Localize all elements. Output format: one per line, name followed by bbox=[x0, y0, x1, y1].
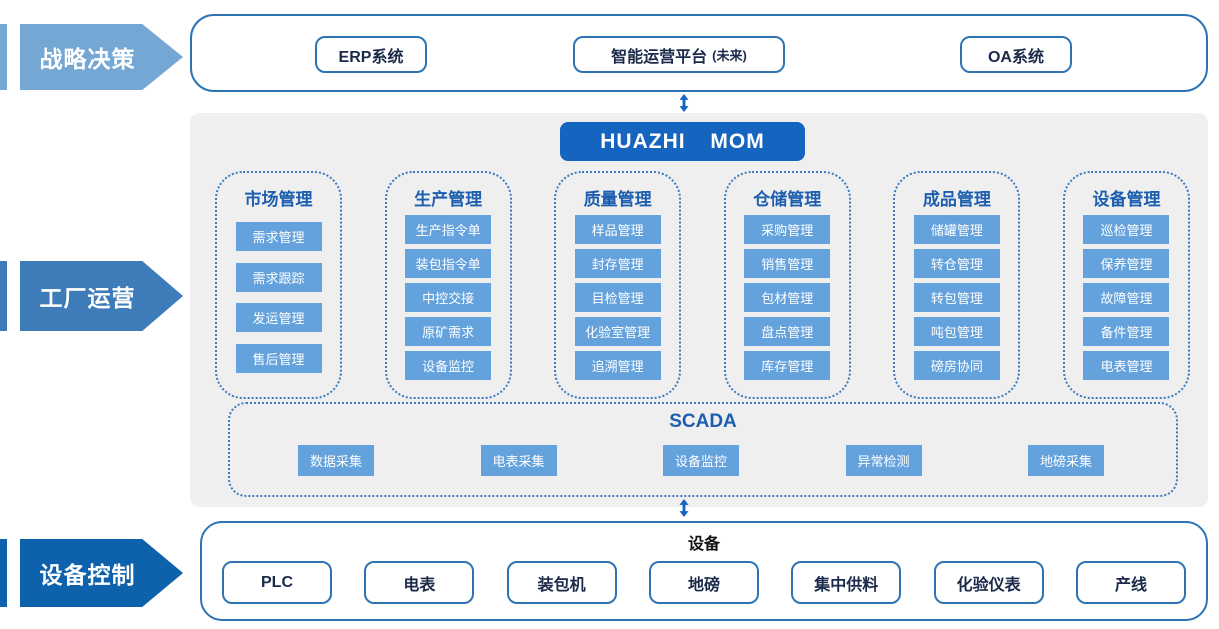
scada-module-box: 异常检测 bbox=[845, 445, 922, 476]
banner-factory-operations: 工厂运营 bbox=[20, 261, 183, 331]
banner-stripe bbox=[0, 539, 7, 607]
module-box: 故障管理 bbox=[1083, 283, 1170, 312]
module-box: 样品管理 bbox=[574, 215, 661, 244]
scada-module-box: 地磅采集 bbox=[1028, 445, 1104, 476]
module-box: 发运管理 bbox=[235, 303, 322, 333]
column-header: 仓储管理 bbox=[753, 190, 822, 209]
column-market-management: 市场管理 需求管理 需求跟踪 发运管理 售后管理 bbox=[215, 171, 342, 399]
module-box: 电表管理 bbox=[1083, 351, 1170, 380]
module-box: 设备监控 bbox=[405, 351, 492, 380]
column-header: 设备管理 bbox=[1092, 190, 1161, 209]
module-box: 备件管理 bbox=[1083, 317, 1170, 346]
module-box: 追溯管理 bbox=[574, 351, 661, 380]
scada-module-box: 设备监控 bbox=[663, 445, 739, 476]
devices-title: 设备 bbox=[687, 536, 720, 553]
column-items: 需求管理 需求跟踪 发运管理 售后管理 bbox=[217, 210, 340, 385]
vertical-double-arrow-icon bbox=[679, 499, 689, 517]
module-box: 生产指令单 bbox=[405, 215, 492, 244]
module-box: 转包管理 bbox=[913, 283, 1000, 312]
module-box: 目检管理 bbox=[574, 283, 661, 312]
module-box: 转仓管理 bbox=[913, 249, 1000, 278]
device-box-lab-instrument: 化验仪表 bbox=[933, 561, 1044, 604]
scada-module-box: 电表采集 bbox=[480, 445, 557, 476]
devices-section: 设备 PLC 电表 装包机 地磅 集中供料 化验仪表 产线 bbox=[200, 521, 1208, 621]
column-header: 市场管理 bbox=[244, 190, 313, 209]
future-suffix-label: (未来) bbox=[712, 48, 747, 63]
module-box: 化验室管理 bbox=[574, 317, 661, 346]
scada-title: SCADA bbox=[669, 411, 737, 432]
module-box: 装包指令单 bbox=[405, 249, 492, 278]
device-box-plc: PLC bbox=[222, 561, 332, 604]
device-box-production-line: 产线 bbox=[1075, 561, 1186, 604]
column-items: 采购管理 销售管理 包材管理 盘点管理 库存管理 bbox=[726, 210, 849, 385]
vertical-double-arrow-icon bbox=[679, 94, 689, 112]
scada-module-box: 数据采集 bbox=[298, 445, 374, 476]
module-box: 磅房协同 bbox=[913, 351, 1000, 380]
column-header: 生产管理 bbox=[414, 190, 483, 209]
column-header: 成品管理 bbox=[922, 190, 991, 209]
scada-items: 数据采集 电表采集 设备监控 异常检测 地磅采集 bbox=[230, 445, 1176, 476]
module-box: 封存管理 bbox=[574, 249, 661, 278]
module-box: 原矿需求 bbox=[405, 317, 492, 346]
column-equipment-management: 设备管理 巡检管理 保养管理 故障管理 备件管理 电表管理 bbox=[1062, 171, 1190, 399]
column-header: 质量管理 bbox=[583, 190, 652, 209]
column-warehouse-management: 仓储管理 采购管理 销售管理 包材管理 盘点管理 库存管理 bbox=[723, 171, 851, 399]
module-box: 需求管理 bbox=[235, 221, 322, 251]
column-production-management: 生产管理 生产指令单 装包指令单 中控交接 原矿需求 设备监控 bbox=[384, 171, 512, 399]
banner-strategic-decision: 战略决策 bbox=[20, 24, 183, 90]
module-box: 中控交接 bbox=[405, 283, 492, 312]
column-items: 样品管理 封存管理 目检管理 化验室管理 追溯管理 bbox=[556, 210, 679, 385]
top-systems-container: ERP系统 智能运营平台 (未来) OA系统 bbox=[190, 14, 1208, 92]
scada-section: SCADA 数据采集 电表采集 设备监控 异常检测 地磅采集 bbox=[228, 402, 1178, 497]
smart-operation-platform-label: 智能运营平台 bbox=[611, 48, 708, 66]
device-box-weighbridge: 地磅 bbox=[648, 561, 759, 604]
column-quality-management: 质量管理 样品管理 封存管理 目检管理 化验室管理 追溯管理 bbox=[554, 171, 682, 399]
module-box: 销售管理 bbox=[744, 249, 831, 278]
devices-row: PLC 电表 装包机 地磅 集中供料 化验仪表 产线 bbox=[202, 561, 1206, 604]
module-box: 需求跟踪 bbox=[235, 262, 322, 292]
module-box: 保养管理 bbox=[1083, 249, 1170, 278]
column-finished-goods-management: 成品管理 储罐管理 转仓管理 转包管理 吨包管理 磅房协同 bbox=[893, 171, 1021, 399]
device-box-central-feeding: 集中供料 bbox=[791, 561, 902, 604]
mom-panel: HUAZHI MOM 市场管理 需求管理 需求跟踪 发运管理 售后管理 生产管理… bbox=[190, 113, 1208, 507]
module-box: 巡检管理 bbox=[1083, 215, 1170, 244]
column-items: 生产指令单 装包指令单 中控交接 原矿需求 设备监控 bbox=[387, 210, 510, 385]
device-box-electric-meter: 电表 bbox=[364, 561, 475, 604]
huazhi-mom-title: HUAZHI MOM bbox=[560, 122, 805, 161]
module-box: 吨包管理 bbox=[913, 317, 1000, 346]
module-box: 包材管理 bbox=[744, 283, 831, 312]
module-box: 售后管理 bbox=[235, 344, 322, 374]
banner-equipment-control: 设备控制 bbox=[20, 539, 183, 607]
module-box: 盘点管理 bbox=[744, 317, 831, 346]
banner-stripe bbox=[0, 261, 7, 331]
module-box: 储罐管理 bbox=[913, 215, 1000, 244]
column-items: 巡检管理 保养管理 故障管理 备件管理 电表管理 bbox=[1065, 210, 1188, 385]
column-items: 储罐管理 转仓管理 转包管理 吨包管理 磅房协同 bbox=[895, 210, 1018, 385]
mom-columns: 市场管理 需求管理 需求跟踪 发运管理 售后管理 生产管理 生产指令单 装包指令… bbox=[215, 171, 1190, 399]
device-box-bagging-machine: 装包机 bbox=[506, 561, 617, 604]
module-box: 采购管理 bbox=[744, 215, 831, 244]
oa-system-box: OA系统 bbox=[960, 36, 1072, 73]
smart-operation-platform-box: 智能运营平台 (未来) bbox=[573, 36, 785, 73]
module-box: 库存管理 bbox=[744, 351, 831, 380]
banner-stripe bbox=[0, 24, 7, 90]
erp-system-box: ERP系统 bbox=[315, 36, 427, 73]
